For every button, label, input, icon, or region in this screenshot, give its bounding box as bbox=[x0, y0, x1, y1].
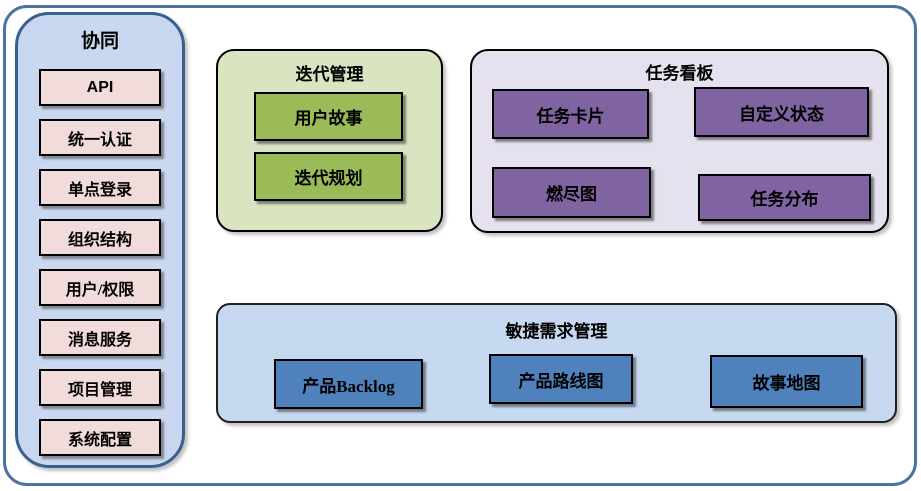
node-product-backlog: 产品Backlog bbox=[274, 359, 423, 409]
sidebar-item-api: API bbox=[39, 69, 161, 106]
panel-iteration-mgmt: 迭代管理 用户故事 迭代规划 bbox=[216, 49, 443, 232]
sidebar-item-user-permissions: 用户/权限 bbox=[39, 269, 161, 306]
sidebar-item-system-config: 系统配置 bbox=[39, 419, 161, 456]
sidebar-item-sso: 单点登录 bbox=[39, 169, 161, 206]
sidebar-collaboration: 协同 API 统一认证 单点登录 组织结构 用户/权限 消息服务 项目管理 系统… bbox=[15, 12, 185, 468]
sidebar-item-list: API 统一认证 单点登录 组织结构 用户/权限 消息服务 项目管理 系统配置 bbox=[39, 69, 161, 456]
node-task-card: 任务卡片 bbox=[492, 89, 649, 139]
node-burndown-chart: 燃尽图 bbox=[492, 167, 651, 218]
sidebar-title: 协同 bbox=[80, 31, 119, 52]
node-iteration-planning: 迭代规划 bbox=[254, 152, 403, 201]
sidebar-item-message-service: 消息服务 bbox=[39, 319, 161, 356]
node-custom-status: 自定义状态 bbox=[694, 87, 869, 137]
panel-task-board-title: 任务看板 bbox=[645, 64, 714, 83]
panel-task-board: 任务看板 任务卡片 自定义状态 燃尽图 任务分布 bbox=[470, 49, 889, 233]
node-product-roadmap: 产品路线图 bbox=[489, 354, 633, 404]
node-task-distribution: 任务分布 bbox=[698, 174, 871, 221]
sidebar-item-org-structure: 组织结构 bbox=[39, 219, 161, 256]
node-user-story: 用户故事 bbox=[254, 92, 403, 141]
node-story-map: 故事地图 bbox=[710, 355, 863, 408]
sidebar-item-project-mgmt: 项目管理 bbox=[39, 369, 161, 406]
panel-agile-requirements: 敏捷需求管理 产品Backlog 产品路线图 故事地图 bbox=[216, 303, 897, 423]
panel-agile-title: 敏捷需求管理 bbox=[505, 322, 608, 341]
panel-iteration-title: 迭代管理 bbox=[295, 65, 364, 84]
sidebar-item-unified-auth: 统一认证 bbox=[39, 119, 161, 156]
